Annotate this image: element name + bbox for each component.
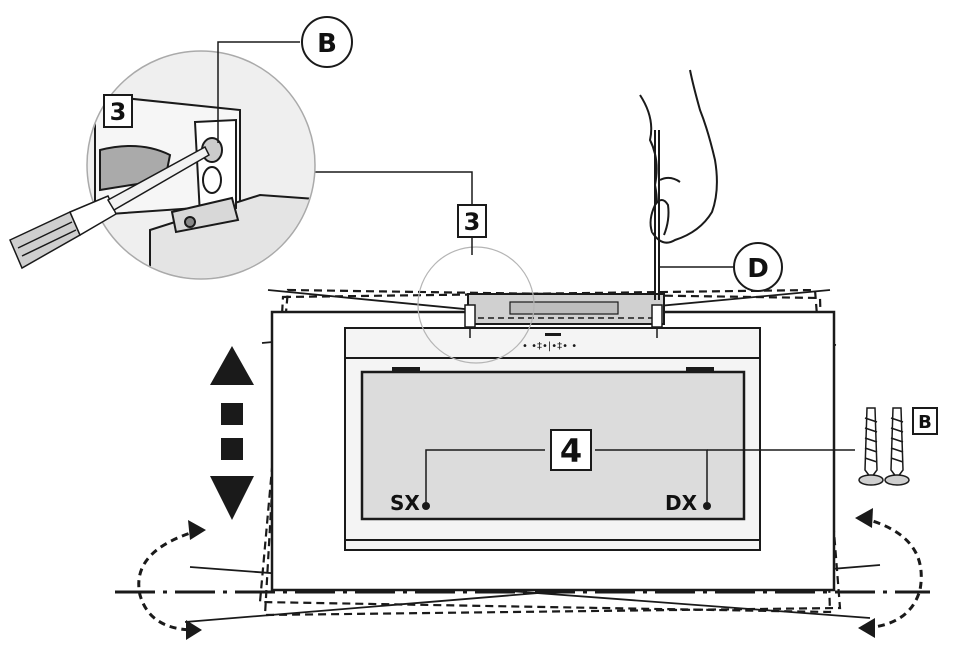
step-4-badge <box>550 429 592 471</box>
side-right-label: DX <box>665 491 698 515</box>
bracket-screw-left <box>464 304 476 338</box>
callout-d-text: D <box>747 254 769 284</box>
leader-3-main <box>312 171 473 255</box>
step-3-main-text: 3 <box>464 208 481 236</box>
callout-b-text: B <box>317 29 337 59</box>
screw-icon <box>858 407 910 486</box>
level-bar <box>545 333 561 336</box>
zoom-target-circle <box>417 246 535 364</box>
point-left <box>422 502 430 510</box>
step-3-zoom-badge <box>103 94 133 128</box>
screw-label-badge <box>912 407 938 435</box>
curved-double-arrow-icon <box>137 516 923 632</box>
hand-screwdriver <box>654 130 660 300</box>
step-4-text: 4 <box>560 432 582 470</box>
leader-4-left <box>425 449 545 506</box>
screwdriver-icon <box>9 145 210 270</box>
step-3-main-badge <box>457 204 487 238</box>
zoom-inset <box>86 50 316 280</box>
panel-clip-right <box>686 367 714 373</box>
level-marks: • •‡•|•‡• • <box>522 341 577 352</box>
bracket-slot <box>509 301 619 315</box>
mounting-bracket <box>467 293 665 325</box>
bracket-screw-right <box>651 304 663 338</box>
up-down-arrows-icon <box>210 346 254 520</box>
screw-label-text: B <box>918 412 932 433</box>
callout-b-circle <box>301 16 353 68</box>
hand-icon <box>639 69 718 244</box>
panel-clip-left <box>392 367 420 373</box>
step-3-zoom-text: 3 <box>110 98 127 126</box>
leader-b <box>217 41 300 143</box>
point-right <box>703 502 711 510</box>
side-left-label: SX <box>390 491 420 515</box>
callout-d-circle <box>733 242 783 292</box>
rotation-arrowheads <box>186 508 875 640</box>
